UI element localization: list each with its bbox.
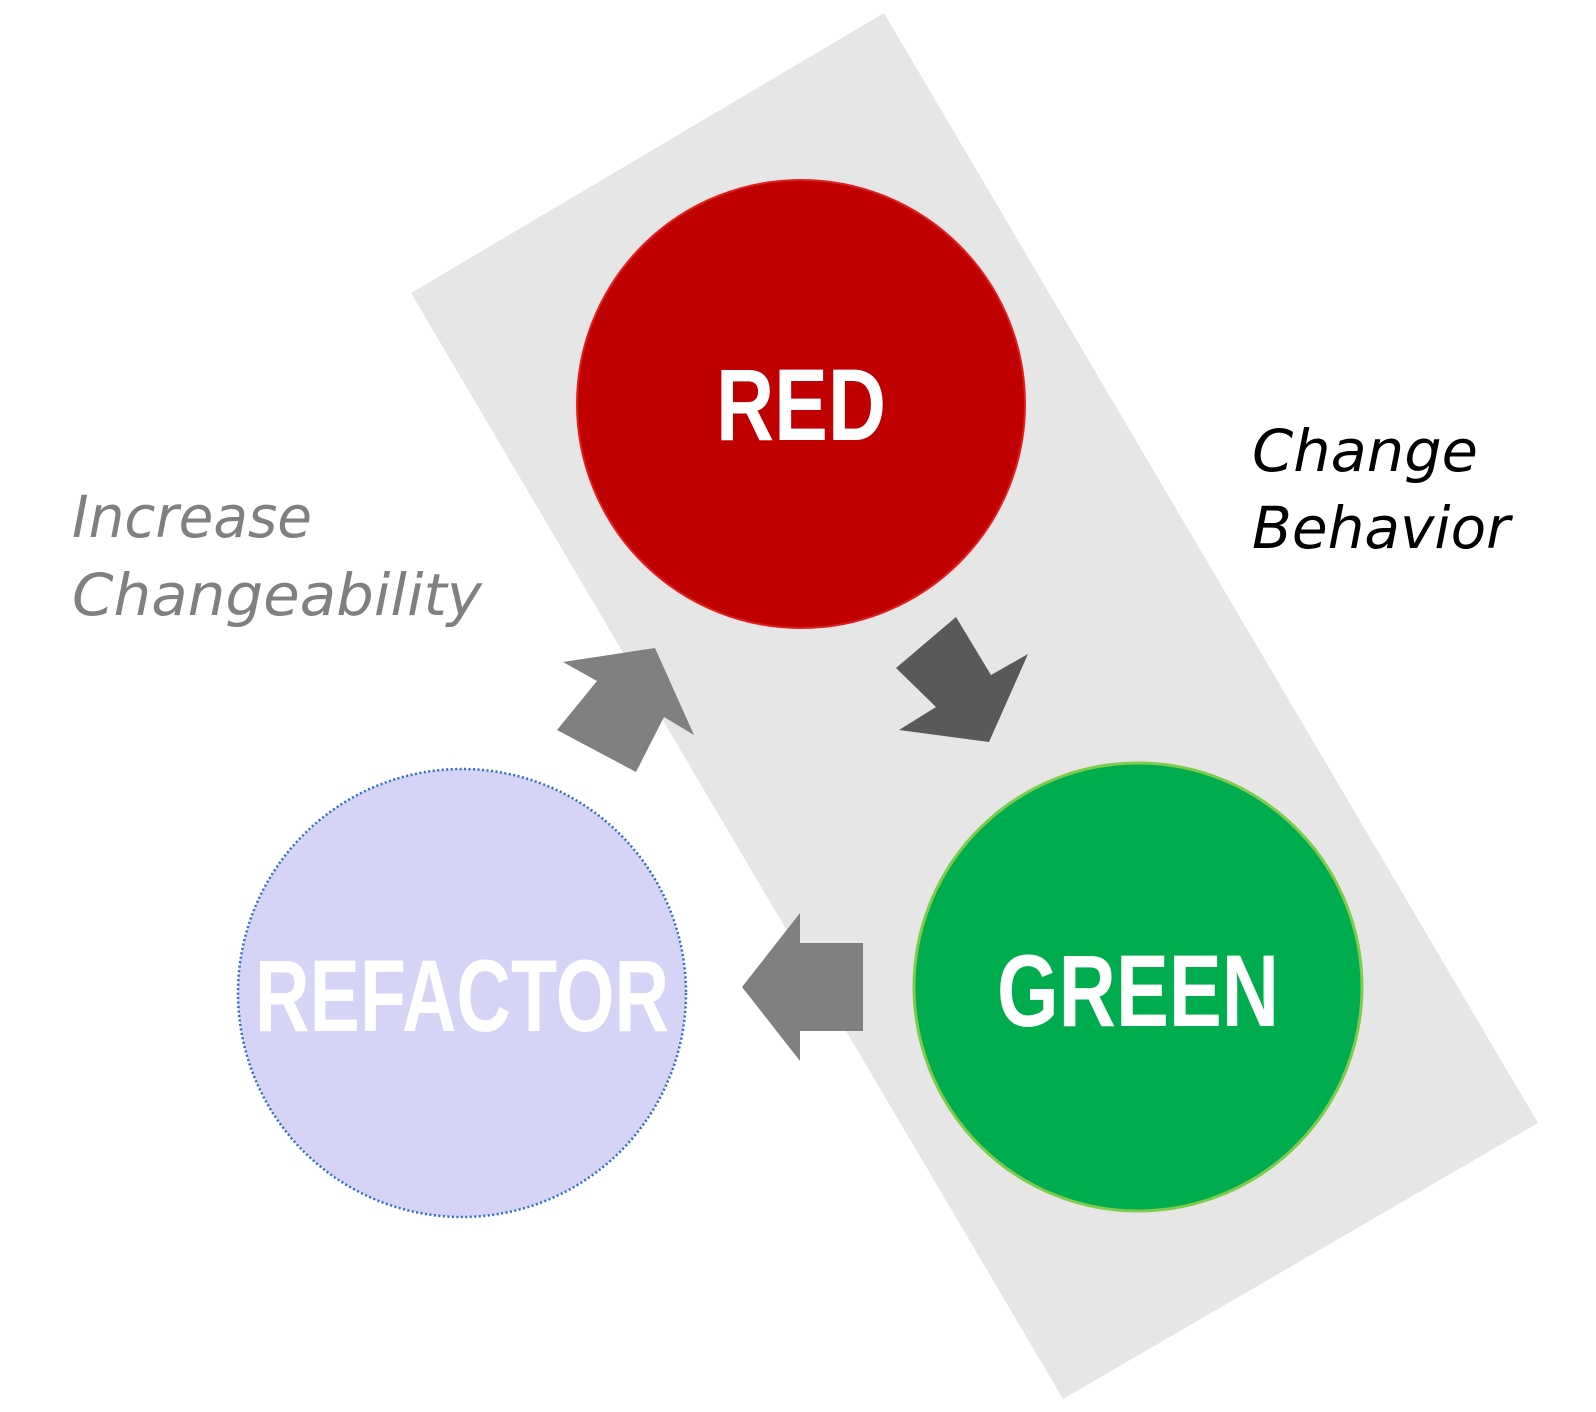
arrow-green-to-refactor <box>742 913 863 1061</box>
refactor-node: REFACTOR <box>236 767 688 1219</box>
change-behavior-label: Change <box>1252 417 1478 485</box>
arrow-refactor-to-red <box>557 648 694 772</box>
red-circle <box>576 179 1026 629</box>
refactor-label: REFACTOR <box>255 939 669 1053</box>
change-behavior-label-line2: Behavior <box>1252 494 1513 562</box>
refactor-circle <box>236 767 688 1219</box>
green-node: GREEN <box>912 761 1364 1213</box>
green-circle <box>912 761 1364 1213</box>
increase-changeability-label-line2: Changeability <box>72 561 483 629</box>
arrow-red-to-green <box>896 617 1028 742</box>
green-label: GREEN <box>997 934 1279 1048</box>
red-label: RED <box>716 348 886 462</box>
red-node: RED <box>576 179 1026 629</box>
increase-changeability-label: Increase <box>72 483 312 551</box>
